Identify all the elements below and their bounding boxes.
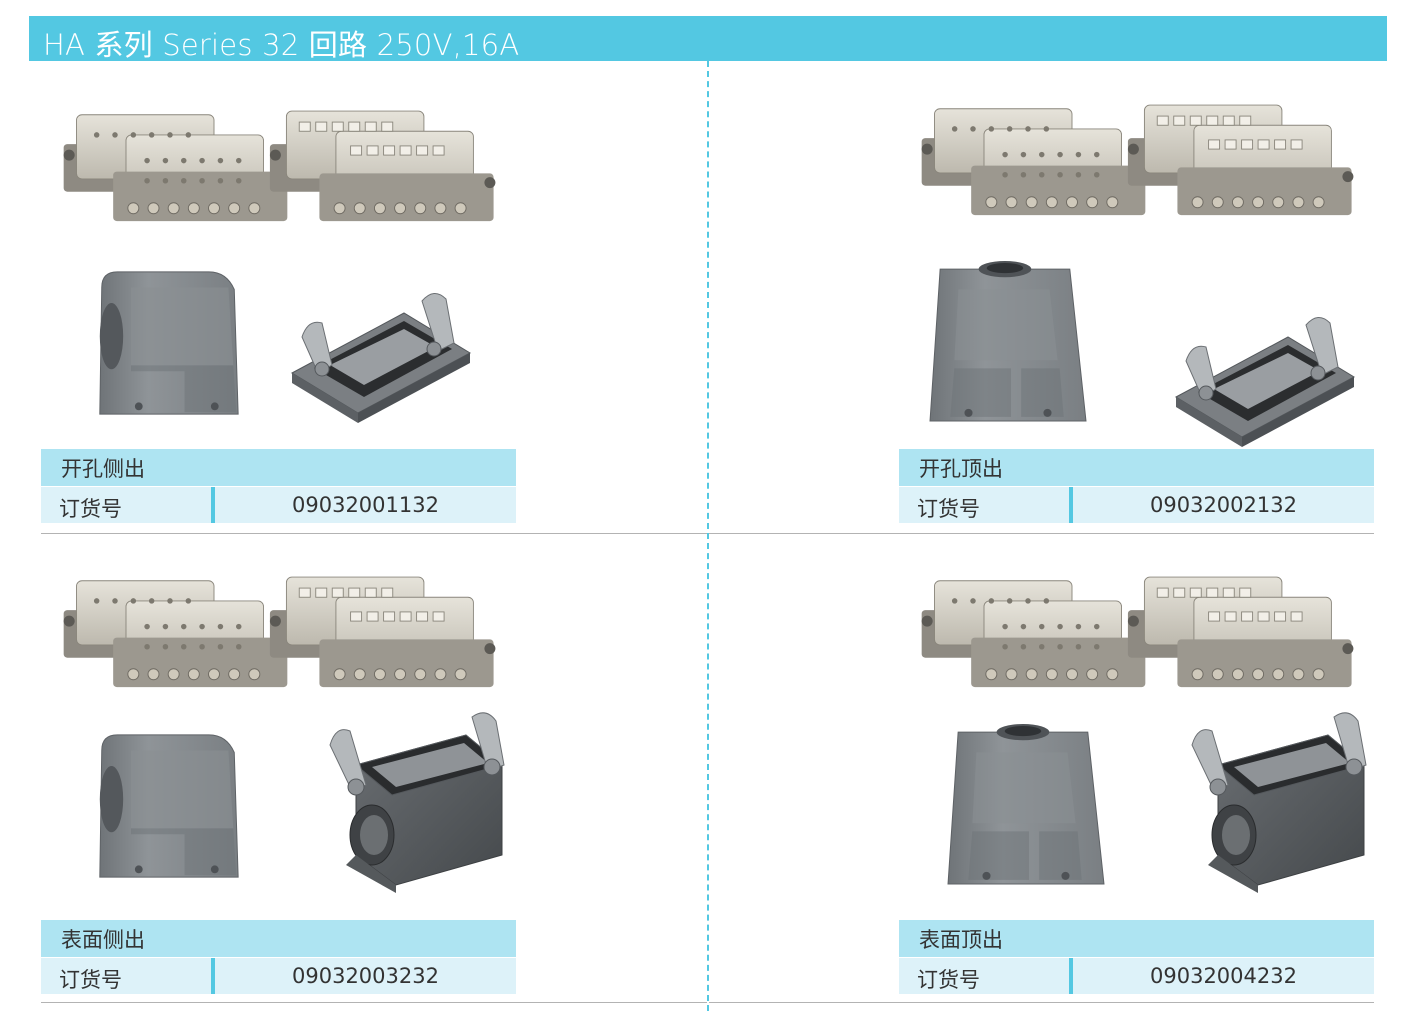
order-number-row: 订货号 09032002132 [899,487,1374,523]
order-number-value: 09032004232 [1150,964,1297,988]
product-title: 开孔侧出 [61,457,145,481]
surface-housing-image [329,712,505,894]
insert-pair-image [63,110,496,222]
hood-top-entry-image [947,723,1105,885]
row-separator [211,958,215,994]
bottom-divider-right [709,1002,1374,1003]
bottom-divider-left [41,1002,707,1003]
order-number-label: 订货号 [59,497,122,521]
hood-top-entry-image [929,260,1087,422]
product-info: 表面侧出 订货号 09032003232 [41,920,516,994]
row-divider-right [709,533,1374,534]
product-title-row: 表面侧出 [41,920,516,957]
header-bar: HA 系列 Series 32 回路 250V,16A [29,16,1387,62]
product-title-row: 开孔侧出 [41,449,516,486]
order-number-value: 09032002132 [1150,493,1297,517]
order-number-label: 订货号 [917,968,980,992]
product-card-top-entry-bulkhead: 开孔顶出 订货号 09032002132 [708,61,1388,531]
bulkhead-housing-image [291,292,471,423]
bulkhead-housing-image [1175,316,1355,447]
product-title: 开孔顶出 [919,457,1003,481]
row-separator [1069,487,1073,523]
hood-side-entry-image [99,271,239,415]
order-number-value: 09032001132 [292,493,439,517]
product-card-side-entry-surface: 表面侧出 订货号 09032003232 [0,533,680,1003]
product-title-row: 表面顶出 [899,920,1374,957]
insert-pair-image [921,104,1354,216]
order-number-value: 09032003232 [292,964,439,988]
insert-pair-image [63,576,496,688]
row-divider-left [41,533,707,534]
product-title: 表面顶出 [919,928,1003,952]
product-title-row: 开孔顶出 [899,449,1374,486]
order-number-label: 订货号 [917,497,980,521]
insert-pair-image [921,576,1354,688]
row-separator [1069,958,1073,994]
product-card-side-entry-bulkhead: 开孔侧出 订货号 09032001132 [0,61,680,531]
order-number-row: 订货号 09032003232 [41,958,516,994]
order-number-row: 订货号 09032001132 [41,487,516,523]
product-info: 开孔顶出 订货号 09032002132 [899,449,1374,523]
order-number-label: 订货号 [59,968,122,992]
page-title: HA 系列 Series 32 回路 250V,16A [43,28,520,62]
product-info: 开孔侧出 订货号 09032001132 [41,449,516,523]
product-info: 表面顶出 订货号 09032004232 [899,920,1374,994]
order-number-row: 订货号 09032004232 [899,958,1374,994]
row-separator [211,487,215,523]
vertical-divider [707,61,709,1011]
product-title: 表面侧出 [61,928,145,952]
hood-side-entry-image [99,734,239,878]
product-card-top-entry-surface: 表面顶出 订货号 09032004232 [708,533,1388,1003]
surface-housing-image [1191,712,1367,894]
